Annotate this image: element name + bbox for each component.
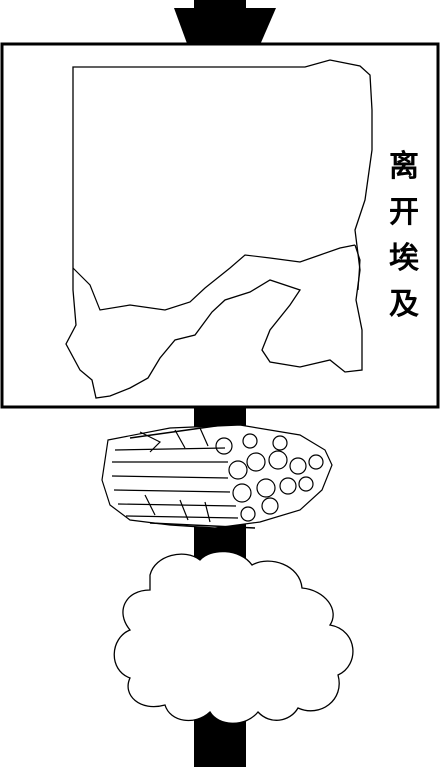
title-char-1: 离 [389,149,419,184]
crowd-illustration [101,423,333,529]
torn-paper-sheet [65,59,373,399]
paper-fold-line-2 [354,244,361,291]
title-char-3: 埃 [389,241,419,276]
vertical-title: 离 开 埃 及 [378,150,430,322]
title-char-4: 及 [389,287,419,322]
paper-fold-line [72,244,356,311]
title-char-2: 开 [389,195,419,230]
cloud-shape [113,550,354,724]
